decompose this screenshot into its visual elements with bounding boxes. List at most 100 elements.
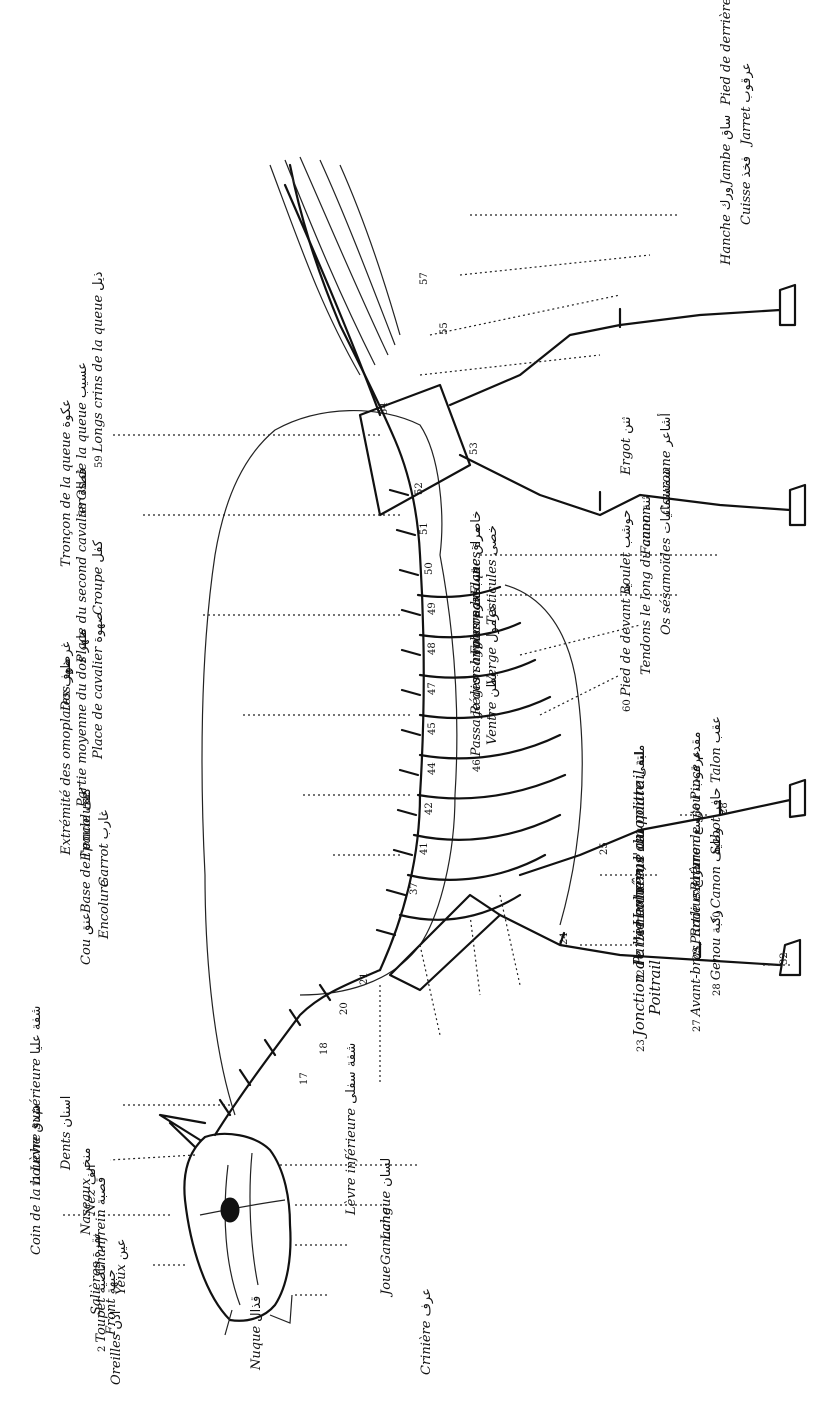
hindleg-label: Pied de derrièreرجل (720, 0, 733, 105)
label-french: Croupe (91, 567, 106, 615)
label-number: 11 (32, 1174, 43, 1187)
label-arabic: ورك (719, 187, 734, 210)
body-outline (202, 411, 457, 1115)
hindleg-label: Jambeساق (720, 111, 733, 185)
skull (184, 1134, 290, 1321)
label-french: Os sésamoïdes (659, 538, 674, 635)
label-french: Talon (709, 747, 724, 783)
back-label: Tronçon de la queue عكوة (60, 395, 73, 567)
head-label: Yeuxعين (115, 1235, 128, 1295)
bone-number: 32 (780, 952, 790, 965)
label-french: Lèvre supérieure (29, 1058, 44, 1171)
neck-label: 24Humérusعضد (632, 822, 647, 945)
label-french: Ventre (485, 702, 500, 745)
label-arabic: لسان (379, 1158, 394, 1187)
bone-number: 45 (428, 722, 438, 735)
bone-number: 53 (470, 442, 480, 455)
label-arabic: شفة سفلى (344, 1043, 359, 1104)
skull-detail (200, 1153, 285, 1305)
label-french: Joue (379, 1266, 394, 1295)
label-french: Pince (689, 764, 704, 800)
foreleg-label: 38 Pince مقدم (690, 728, 703, 819)
back-label: Dos ظهر (60, 655, 73, 711)
label-french: Oreilles (109, 1334, 124, 1385)
bone-number: 54 (380, 402, 390, 415)
foreleg-label: Talonعقب (710, 712, 723, 783)
label-french: Dos (59, 686, 74, 711)
label-arabic: ذيل (91, 272, 106, 291)
label-number: 38 (692, 803, 703, 816)
label-arabic: مقدم (689, 732, 704, 760)
label-french: Fanon (639, 515, 654, 555)
bone-number: 21 (360, 972, 370, 985)
label-arabic: كفل (91, 540, 106, 563)
foot-label: Fanon ثنة (640, 492, 653, 555)
foot-label: Ergotثنن (620, 412, 633, 475)
label-arabic: حوشب (619, 510, 634, 548)
label-french: Nez (84, 1189, 99, 1215)
shoulder-label: Cou عنق (80, 908, 93, 965)
label-french: Cou (79, 939, 94, 965)
label-french: Place du second cavalier (75, 500, 90, 663)
shoulder-label: Garrotغارب (98, 806, 111, 887)
bone-number: 17 (300, 1072, 310, 1085)
label-french: Jambe (719, 144, 734, 185)
label-french: Couronne (659, 450, 674, 515)
label-arabic: عكوة (59, 399, 74, 427)
label-french: Longs crins de la queue (91, 295, 106, 452)
label-arabic: عرف (419, 1288, 434, 1316)
label-french: Encolure (97, 880, 112, 939)
head-label: Nezانف (85, 1160, 98, 1215)
label-french: Sabot (709, 817, 724, 855)
neck-label: Poitrail (648, 960, 663, 1015)
label-number: 60 (622, 699, 633, 712)
label-french: Langue (379, 1191, 394, 1240)
label-french: Yeux (114, 1264, 129, 1295)
bone-number: 52 (415, 482, 425, 495)
label-french: Front (104, 1298, 119, 1335)
label-arabic: عنق (79, 912, 94, 935)
label-french: Partie moyenne du dos (75, 656, 90, 807)
ears (160, 1115, 205, 1147)
label-french: Dents (59, 1132, 74, 1170)
bone-number: 44 (428, 762, 438, 775)
label-french: Epaule (79, 815, 94, 861)
label-number: 27 (692, 1019, 703, 1032)
head-label: Dentsاسنان (60, 1092, 73, 1170)
bone-number: 25 (600, 842, 610, 855)
foot-label: 60Pied de devantيد (620, 580, 633, 715)
label-number: 30 (712, 911, 723, 924)
label-number: 23 (636, 1039, 647, 1052)
tail-hair (270, 157, 400, 375)
label-french: Pied de derrière (719, 0, 734, 105)
bone-number: 42 (425, 802, 435, 815)
label-arabic: ثنة (639, 496, 654, 511)
label-number: 46 (472, 759, 483, 772)
label-arabic: خصى (485, 525, 500, 555)
label-french: Place de cavalier (91, 647, 106, 759)
label-arabic: لبة (633, 751, 648, 766)
label-arabic: عرقوب (739, 63, 754, 103)
label-number: 22 (636, 969, 647, 982)
foreleg-back (520, 780, 805, 875)
hindleg-label: Cuisseفخذ (740, 152, 753, 225)
label-arabic: شفة عليا (29, 1006, 44, 1055)
head-label: Crinière عرف (420, 1284, 433, 1375)
label-french: Tronçon de la queue (59, 432, 74, 567)
eye-socket (221, 1198, 239, 1222)
label-french: Chanfrein (94, 1209, 109, 1275)
label-french: Crinière (419, 1321, 434, 1375)
bone-number: 50 (425, 562, 435, 575)
foot-label: Bouletحوشب (620, 506, 633, 595)
back-label: Place de cavalierصهوة (92, 608, 105, 759)
label-arabic: قذال (249, 1296, 264, 1322)
label-arabic: ظهر (59, 659, 74, 683)
label-number: 29 (692, 947, 703, 960)
back-label: 59Longs crins de la queueذيل (92, 268, 105, 471)
label-french: Poitrail (646, 960, 664, 1015)
bone-number: 24 (560, 932, 570, 945)
head-label: Lèvre inférieureشفة سفلى (345, 1039, 358, 1215)
